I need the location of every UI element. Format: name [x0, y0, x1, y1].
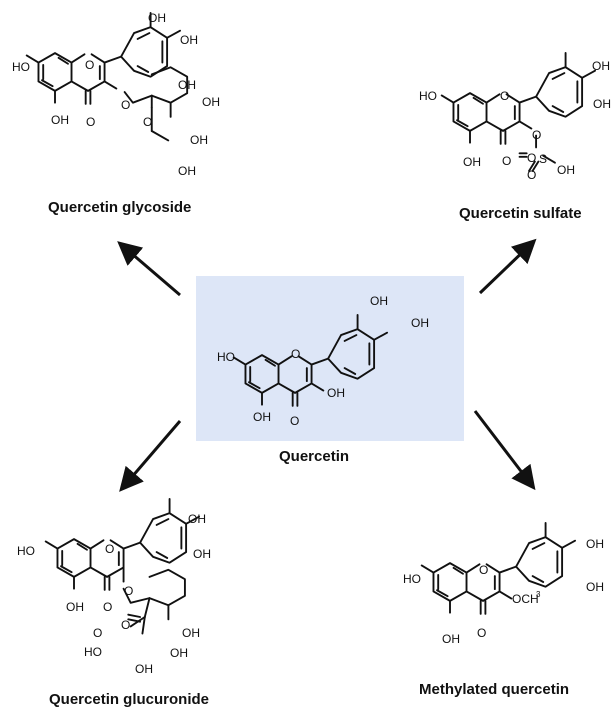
atom-label-sugar-oh2: OH [202, 95, 220, 109]
quercetin-highlight-panel [196, 276, 464, 441]
atom-label-oh5: OH [463, 155, 481, 169]
atom-label-o3: O [532, 128, 541, 142]
arrow-to-sulfate [478, 238, 537, 295]
methylated-atom-labels: HO O OH OH OH O OCH 3 [403, 537, 604, 646]
atom-label-o1: O [85, 58, 94, 72]
atom-label-cooh-o: O [93, 626, 102, 640]
atom-label-o4: O [502, 154, 511, 168]
atom-label-o4: O [86, 115, 95, 129]
atom-label-ring-o: O [143, 115, 152, 129]
atom-label-cooh-ho: HO [84, 645, 102, 659]
sulfate-atom-labels: HO O OH OH OH O O O S O OH [419, 59, 611, 182]
atom-label-s: S [539, 152, 547, 166]
atom-label-so-left: O [527, 151, 536, 165]
quercetin-atom-labels: HO O OH OH OH OH O [217, 294, 429, 428]
atom-label-oh4p: OH [593, 97, 611, 111]
glycoside-label: Quercetin glycoside [48, 199, 192, 216]
atom-label-s-oh: OH [557, 163, 575, 177]
atom-label-o3: O [124, 584, 133, 598]
atom-label-oh4p: OH [193, 547, 211, 561]
atom-label-sugar-oh2: OH [170, 646, 188, 660]
atom-label-o4: O [477, 626, 486, 640]
atom-label-o4: O [103, 600, 112, 614]
glycoside-atom-labels: HO O OH OH OH O O O OH OH OH OH [12, 11, 220, 178]
atom-label-sugar-oh1: OH [182, 626, 200, 640]
atom-label-oh3p: OH [188, 512, 206, 526]
atom-label-o3: O [121, 98, 130, 112]
atom-label-so-bottom: O [527, 168, 536, 182]
glucuronide-atom-labels: HO O OH OH OH O O O O HO OH OH OH [17, 512, 211, 676]
glycoside-structure [25, 12, 189, 142]
arrow-to-glycoside [117, 241, 181, 297]
atom-label-o1: O [105, 542, 114, 556]
atom-label-ho7: HO [17, 544, 35, 558]
methylated-label: Methylated quercetin [419, 681, 570, 698]
sulfate-label: Quercetin sulfate [459, 205, 582, 222]
atom-label-o1: O [500, 89, 509, 103]
atom-label-och3-superscript: 3 [536, 590, 541, 599]
atom-label-oh4p: OH [180, 33, 198, 47]
arrow-to-glucuronide [119, 420, 182, 492]
atom-label-o1: O [479, 563, 488, 577]
atom-label-ring-o: O [121, 618, 130, 632]
atom-label-sugar-oh3: OH [190, 133, 208, 147]
atom-label-oh5: OH [66, 600, 84, 614]
glucuronide-label: Quercetin glucuronide [49, 691, 210, 708]
atom-label-oh3p: OH [370, 294, 388, 308]
glucuronide-structure [44, 498, 201, 635]
atom-label-ho7: HO [419, 89, 437, 103]
atom-label-o4: O [290, 414, 299, 428]
atom-label-o1: O [291, 347, 300, 361]
atom-label-oh4p: OH [411, 316, 429, 330]
atom-label-oh3p: OH [592, 59, 610, 73]
atom-label-ho7: HO [12, 60, 30, 74]
atom-label-ho7: HO [217, 350, 235, 364]
atom-label-sugar-oh3: OH [135, 662, 153, 676]
atom-label-oh3p: OH [586, 537, 604, 551]
atom-label-ho7: HO [403, 572, 421, 586]
atom-label-sugar-oh4: OH [178, 164, 196, 178]
atom-label-och3: OCH [512, 592, 539, 606]
quercetin-structure [232, 314, 389, 407]
atom-label-oh5: OH [442, 632, 460, 646]
atom-label-oh3p: OH [148, 11, 166, 25]
sulfate-structure [440, 52, 597, 172]
atom-label-oh5: OH [51, 113, 69, 127]
arrow-to-methylated [473, 410, 536, 491]
methylated-structure [420, 522, 577, 615]
atom-label-sugar-oh1: OH [178, 78, 196, 92]
quercetin-label: Quercetin [279, 448, 350, 465]
atom-label-oh4p: OH [586, 580, 604, 594]
atom-label-oh5: OH [253, 410, 271, 424]
atom-label-oh3: OH [327, 386, 345, 400]
